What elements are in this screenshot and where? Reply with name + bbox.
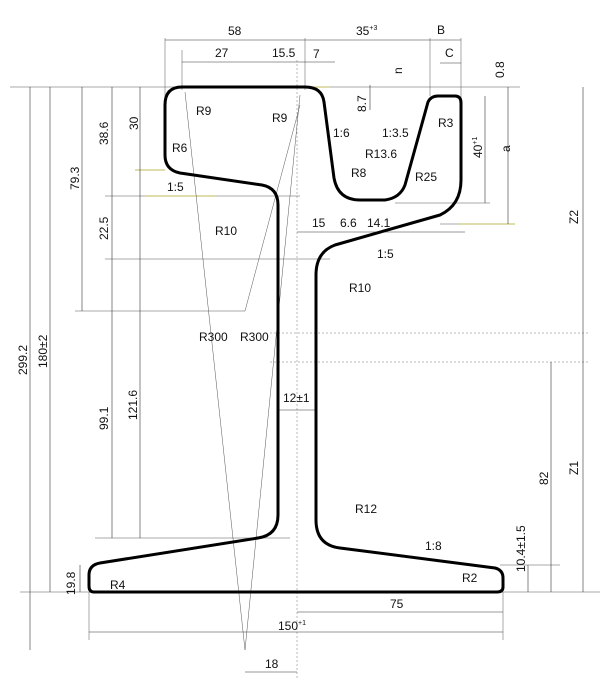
dim-15: 15 [312,216,326,230]
dim-15-5: 15.5 [272,46,296,60]
slope-1-6: 1:6 [333,126,350,140]
dim-12: 12±1 [283,391,310,405]
dim-10-4: 10.4±1.5 [514,525,528,572]
dim-82: 82 [537,471,551,485]
dim-180: 180±2 [36,334,50,368]
dim-a: a [499,145,513,152]
dim-79-3: 79.3 [68,166,82,190]
radius-r13-6: R13.6 [365,147,397,161]
dim-C: C [445,46,454,60]
dim-Z1: Z1 [567,461,581,475]
radius-r6: R6 [172,141,188,155]
radius-r12: R12 [355,502,377,516]
dim-6-6: 6.6 [340,216,357,230]
rail-profile-outline [87,85,505,594]
extension-lines [10,38,600,680]
dim-Z2: Z2 [567,210,581,224]
radius-r2: R2 [462,571,478,585]
dimension-labels: 58 27 15.5 7 35+3 B C n 0.8 8.7 R9 R9 R3… [16,23,581,671]
dim-299-2: 299.2 [16,345,30,375]
dim-121-6: 121.6 [126,390,140,420]
dim-38-6: 38.6 [97,121,111,145]
slope-1-8: 1:8 [425,539,442,553]
dim-7: 7 [313,47,320,61]
dim-58: 58 [228,24,242,38]
dim-19-8: 19.8 [64,571,78,595]
dim-27: 27 [215,46,229,60]
dim-14-1: 14.1 [367,216,391,230]
dim-35: 35+3 [356,24,377,38]
dim-0-8: 0.8 [493,61,507,78]
dim-B: B [437,23,445,37]
slope-1-5-right: 1:5 [377,247,394,261]
dim-22-5: 22.5 [97,216,111,240]
dim-30: 30 [127,116,141,130]
slope-1-5-left: 1:5 [167,180,184,194]
radius-r10-right: R10 [349,281,371,295]
radius-r300-b: R300 [240,330,269,344]
radius-r25: R25 [415,170,437,184]
dim-99-1: 99.1 [97,406,111,430]
radius-r300-a: R300 [199,330,228,344]
radius-r9-right: R9 [272,111,288,125]
dim-n: n [391,67,405,74]
radius-r10-left: R10 [215,224,237,238]
dim-150: 150+1 [278,619,306,633]
radius-r8: R8 [351,166,367,180]
radius-r9-left: R9 [196,104,212,118]
radius-r3: R3 [438,116,454,130]
slope-1-3-5: 1:3.5 [382,126,409,140]
dimension-lines [29,39,584,673]
dim-8-7: 8.7 [355,95,369,112]
dim-40: 40+1 [471,137,485,158]
radius-r4: R4 [110,578,126,592]
dim-75: 75 [390,597,404,611]
dim-18: 18 [265,657,279,671]
